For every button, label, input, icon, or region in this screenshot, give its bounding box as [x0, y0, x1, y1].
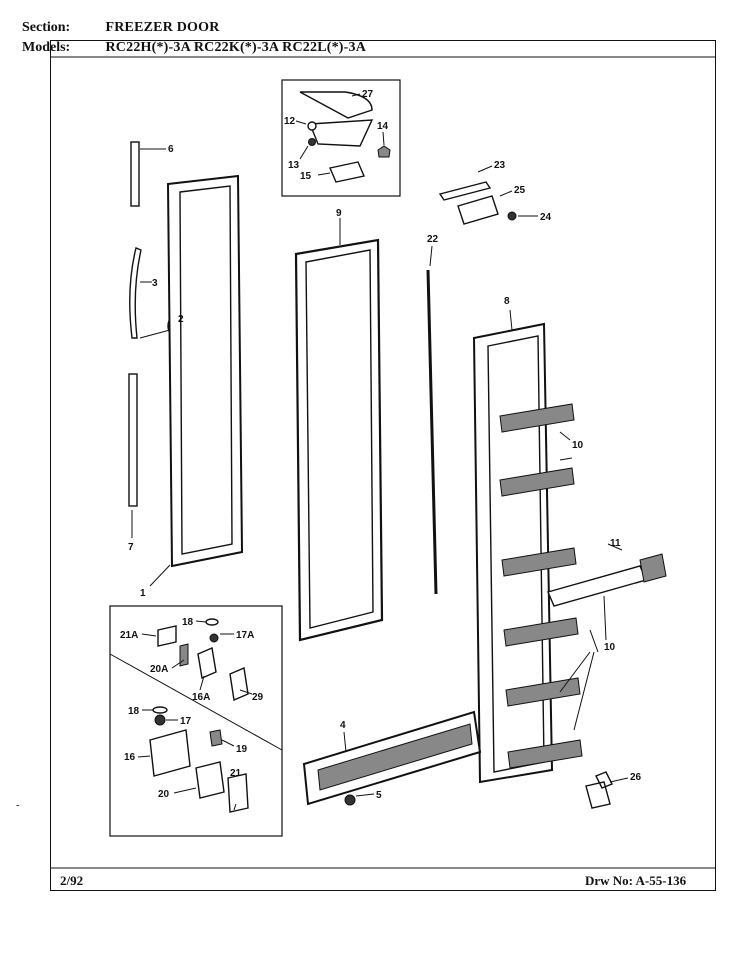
- door-stop-part: [585, 771, 613, 809]
- shelf-retainer-bar-part: [547, 553, 667, 607]
- callout-6: 6: [168, 144, 174, 155]
- callout-3: 3: [152, 278, 158, 289]
- callout-5: 5: [376, 790, 382, 801]
- callout-16a: 16A: [192, 692, 210, 703]
- callout-21: 21: [230, 768, 242, 779]
- callout-13: 13: [288, 160, 300, 171]
- door-gasket-part: [294, 238, 384, 642]
- callout-23: 23: [494, 160, 506, 171]
- breaker-strip-part: [426, 269, 438, 595]
- footer-drawing-number: Drw No: A-55-136: [585, 873, 687, 888]
- callout-4: 4: [340, 720, 346, 731]
- callout-17a: 17A: [236, 630, 254, 641]
- callout-14: 14: [377, 121, 389, 132]
- top-hinge-inset: [281, 79, 401, 197]
- callout-10-upper: 10: [572, 440, 584, 451]
- outer-door-panel-part: [166, 174, 244, 568]
- door-shelves-part: [499, 403, 583, 769]
- callout-25: 25: [514, 185, 526, 196]
- callout-21a: 21A: [120, 630, 138, 641]
- models-row: Models: RC22H(*)-3A RC22K(*)-3A RC22L(*)…: [22, 40, 366, 56]
- footer-date: 2/92: [60, 873, 84, 888]
- bottom-hinge-inset: [109, 605, 283, 837]
- callout-2: 2: [178, 314, 184, 325]
- callout-29: 29: [252, 692, 264, 703]
- models-label: Models:: [22, 40, 71, 55]
- shim-part: [329, 161, 365, 183]
- callout-17: 17: [180, 716, 192, 727]
- washer-part: [308, 138, 316, 146]
- margin-mark: -: [16, 800, 20, 811]
- hinge-block-part: [457, 195, 499, 225]
- callout-1: 1: [140, 588, 146, 599]
- callout-8: 8: [504, 296, 510, 307]
- hinge-bracket-part: [438, 181, 492, 201]
- trim-screw-part: [344, 794, 356, 806]
- trim-strip-bottom-part: [128, 373, 138, 507]
- callout-15: 15: [300, 171, 312, 182]
- diagram-frame: [50, 40, 716, 891]
- callout-20a: 20A: [150, 664, 168, 675]
- hinge-cover-part: [299, 91, 373, 119]
- callout-9: 9: [336, 208, 342, 219]
- callout-18-top: 18: [182, 617, 194, 628]
- callout-10-lower: 10: [604, 642, 616, 653]
- callout-26-bottom: 26: [630, 772, 642, 783]
- section-label: Section:: [22, 20, 71, 35]
- callout-11: 11: [610, 538, 621, 549]
- callout-18-mid: 18: [128, 706, 140, 717]
- bottom-trim-part: [302, 710, 482, 806]
- section-value: FREEZER DOOR: [105, 20, 220, 35]
- callout-27: 27: [362, 89, 374, 100]
- callout-12: 12: [284, 116, 296, 127]
- callout-22: 22: [427, 234, 439, 245]
- section-row: Section: FREEZER DOOR: [22, 20, 220, 36]
- callout-19: 19: [236, 744, 248, 755]
- callout-7: 7: [128, 542, 134, 553]
- callout-24: 24: [540, 212, 552, 223]
- callout-16: 16: [124, 752, 136, 763]
- hinge-pin-part: [307, 121, 317, 131]
- hinge-screw-part: [507, 211, 517, 221]
- door-handle-part: [129, 247, 142, 339]
- nut-part: [377, 145, 391, 158]
- inner-door-liner-part: [472, 322, 554, 784]
- models-value: RC22H(*)-3A RC22K(*)-3A RC22L(*)-3A: [105, 40, 367, 55]
- trim-strip-top-part: [130, 141, 140, 207]
- callout-20: 20: [158, 789, 170, 800]
- hinge-plate-part: [308, 119, 374, 147]
